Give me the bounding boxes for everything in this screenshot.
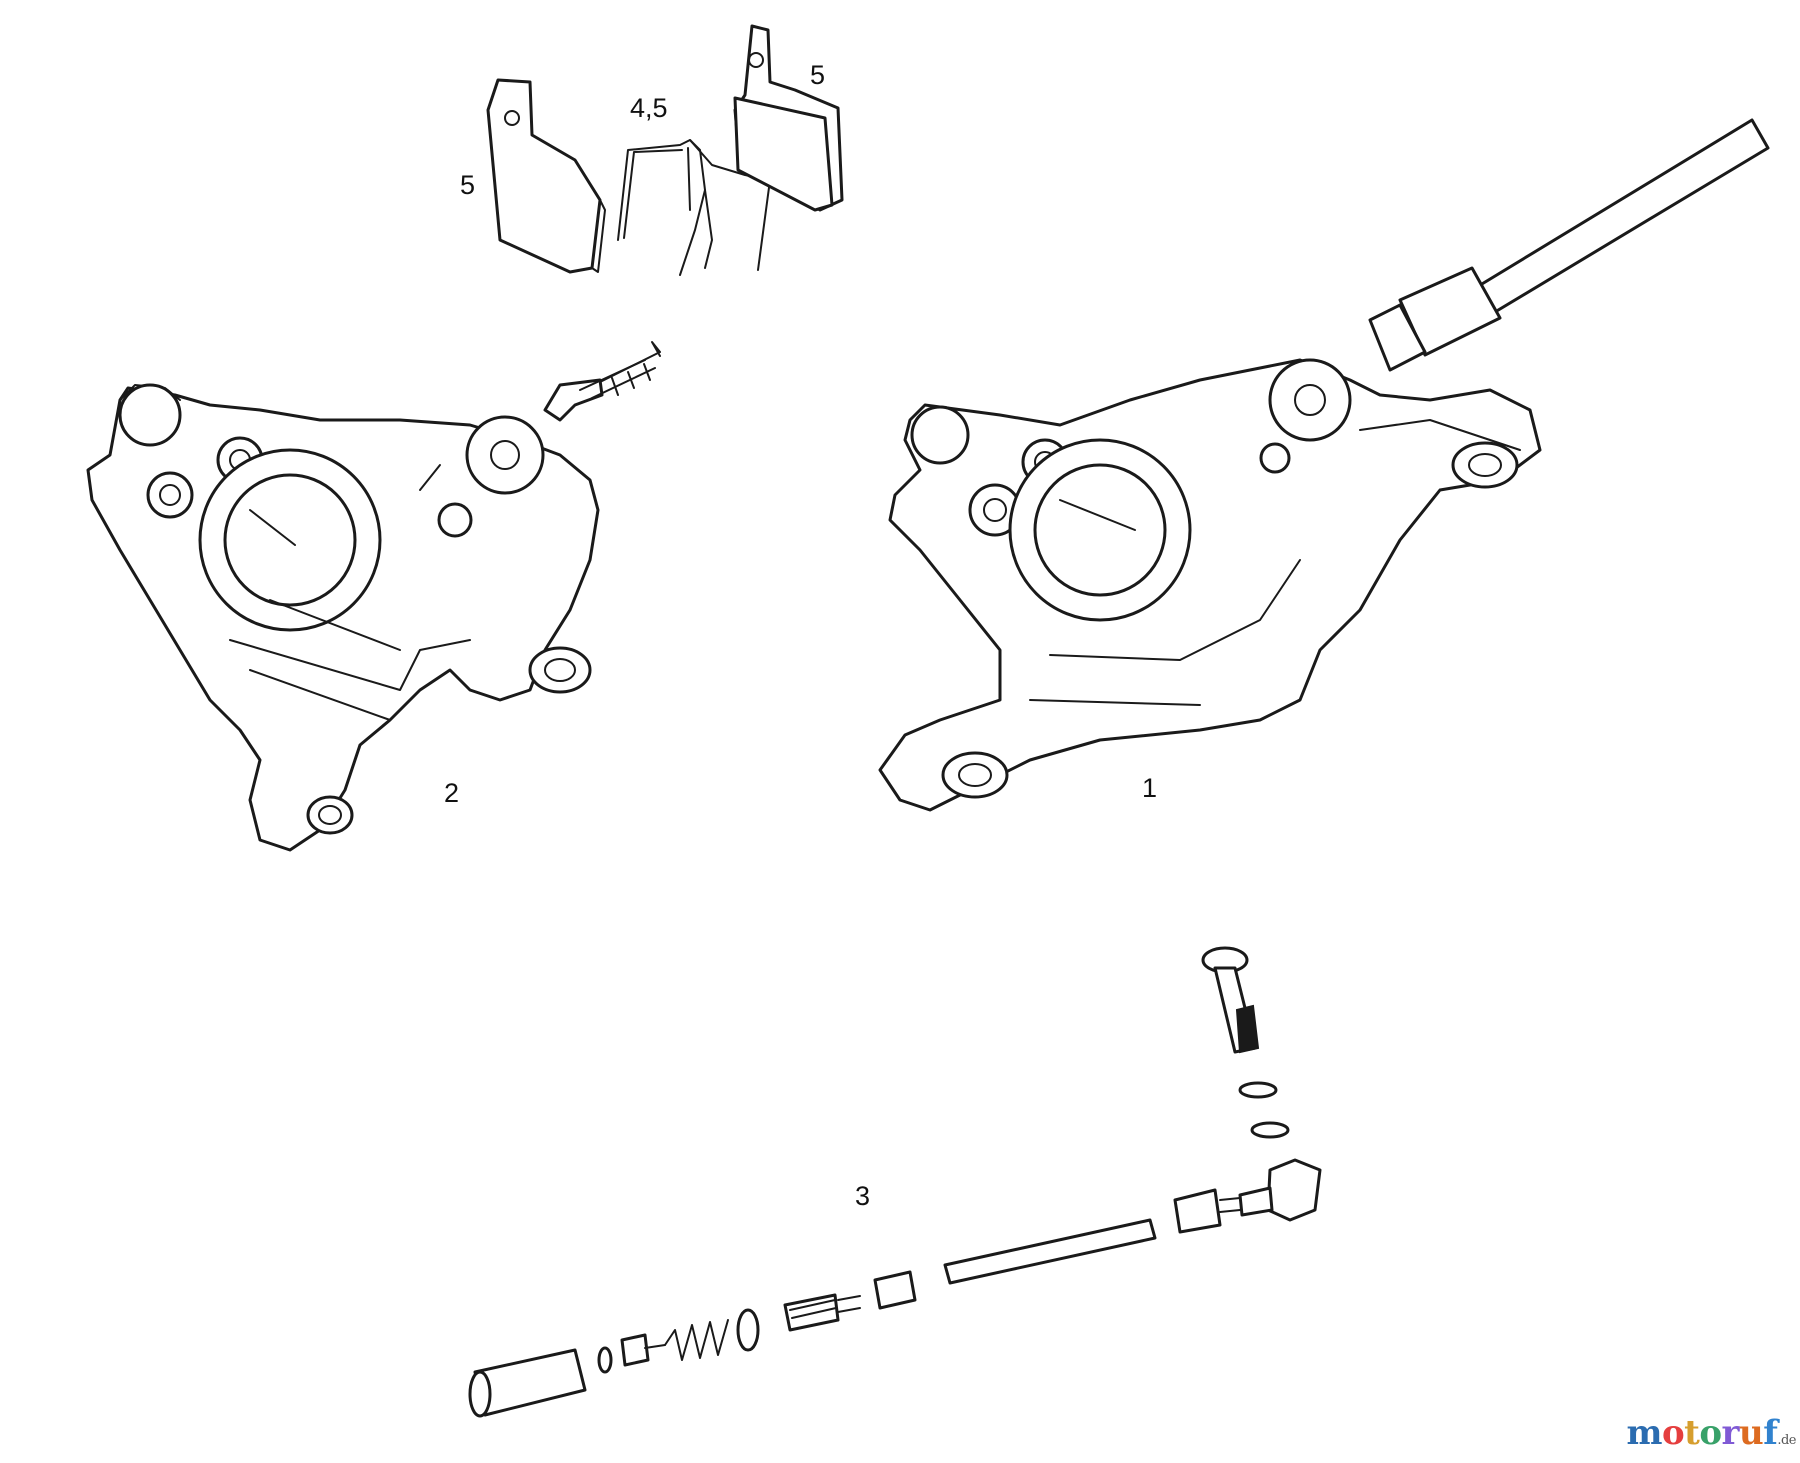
callout-spring: 4,5 — [630, 93, 668, 123]
callout-hose-kit: 3 — [855, 1181, 871, 1211]
hose-kit-3 — [468, 946, 1322, 1418]
watermark-letter: m — [1626, 1413, 1662, 1453]
watermark-letter: f — [1763, 1413, 1778, 1453]
watermark-letter: o — [1699, 1413, 1722, 1453]
motoruf-watermark-logo: motoruf.de — [1626, 1413, 1796, 1453]
watermark-letter: r — [1721, 1413, 1740, 1453]
watermark-letter: o — [1661, 1413, 1685, 1453]
callout-caliper-right: 1 — [1142, 773, 1158, 803]
caliper-2 — [86, 341, 661, 852]
callout-pad-left: 5 — [460, 170, 476, 200]
callout-caliper-left: 2 — [444, 778, 460, 808]
callout-pad-right: 5 — [810, 60, 826, 90]
caliper-1 — [878, 118, 1770, 812]
watermark-letter: t — [1684, 1413, 1700, 1453]
brake-pad-right — [733, 24, 844, 212]
brake-pad-left — [486, 78, 606, 274]
watermark-letter: u — [1738, 1413, 1764, 1453]
watermark-tld: .de — [1777, 1433, 1796, 1448]
